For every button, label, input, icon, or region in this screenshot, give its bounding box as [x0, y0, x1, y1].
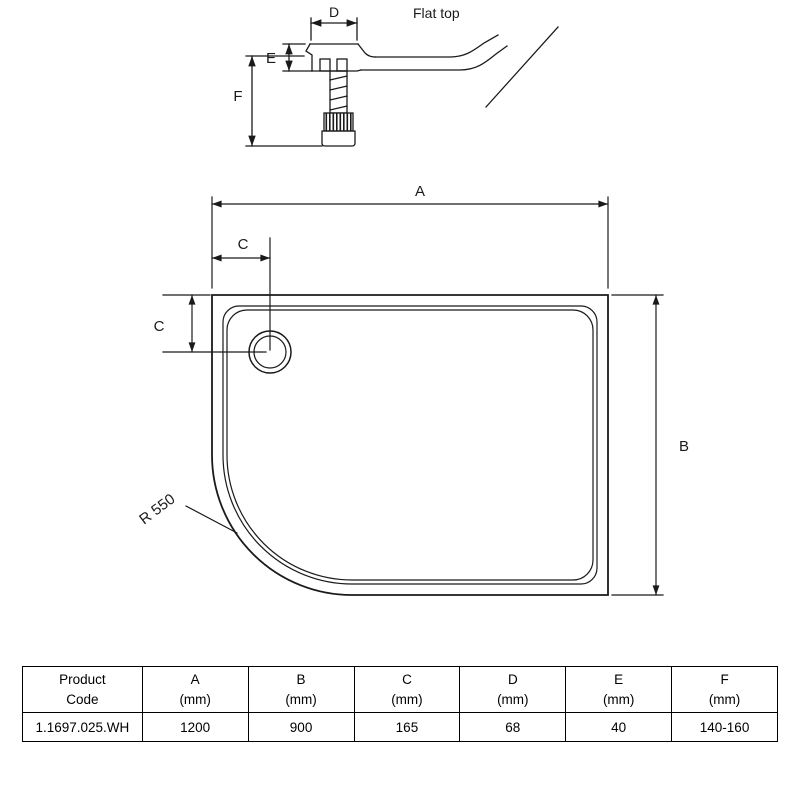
- flat-top-label: Flat top: [413, 5, 460, 21]
- dim-e-label: E: [266, 50, 276, 67]
- radius-label: R 550: [136, 491, 178, 529]
- col-header-b: B (mm): [247, 665, 355, 714]
- dim-d: [310, 17, 358, 41]
- profile-section-view: [245, 17, 559, 147]
- header-line: B: [296, 672, 306, 687]
- header-line: (mm): [602, 691, 635, 707]
- value-e-cell: 40: [565, 712, 673, 743]
- col-header-c: C (mm): [353, 665, 461, 714]
- dim-c-left-label: C: [154, 318, 165, 335]
- value-d-cell: 68: [459, 712, 567, 743]
- dim-e: [282, 43, 313, 72]
- foot-base: [321, 130, 356, 147]
- product-code-cell: 1.1697.025.WH: [22, 712, 143, 743]
- value-b-cell: 900: [247, 712, 355, 743]
- header-line: (mm): [497, 691, 529, 707]
- dim-f: [245, 55, 323, 147]
- header-line: (mm): [179, 691, 211, 707]
- value-f-cell: 140-160: [671, 712, 778, 743]
- dim-c-left: [162, 294, 211, 353]
- plan-view: [162, 196, 664, 596]
- dim-f-label: F: [233, 88, 242, 105]
- tray-outline: [211, 294, 609, 596]
- dim-a: [211, 196, 609, 289]
- header-line: Code: [66, 691, 99, 707]
- col-header-a: A (mm): [141, 665, 249, 714]
- dimensions-table-wrap: Product Code A (mm) B (mm) C (mm): [22, 665, 778, 743]
- dim-b-label: B: [679, 438, 689, 455]
- table-row: 1.1697.025.WH 1200 900 165 68 40 140-160: [22, 712, 778, 743]
- col-header-f: F (mm): [671, 665, 778, 714]
- header-line: (mm): [708, 691, 741, 707]
- dim-c-top-label: C: [238, 236, 249, 253]
- tray-inner-rim-outer: [222, 305, 598, 585]
- col-header-e: E (mm): [565, 665, 673, 714]
- tray-inner-rim-inner: [226, 309, 594, 581]
- fixing-clip-right: [336, 58, 348, 72]
- header-line: D: [507, 672, 518, 687]
- adjustable-foot: [321, 70, 356, 147]
- header-line: E: [614, 672, 624, 687]
- radius-leader-line: [185, 505, 238, 534]
- dim-a-label: A: [415, 183, 425, 200]
- value-c-cell: 165: [353, 712, 461, 743]
- col-header-d: D (mm): [459, 665, 567, 714]
- header-line: C: [402, 672, 412, 687]
- dim-b: [611, 294, 664, 596]
- header-line: F: [720, 672, 729, 687]
- dim-d-label: D: [329, 4, 339, 20]
- value-a-cell: 1200: [141, 712, 249, 743]
- table-header-row: Product Code A (mm) B (mm) C (mm): [22, 665, 778, 714]
- knurled-nut: [323, 112, 354, 132]
- header-line: Product: [59, 672, 106, 687]
- header-line: A: [190, 672, 200, 687]
- drawing-canvas: D Flat top E F: [136, 4, 689, 596]
- dimensions-table: Product Code A (mm) B (mm) C (mm): [22, 665, 778, 743]
- col-header-product-code: Product Code: [22, 665, 143, 714]
- header-line: (mm): [285, 691, 317, 707]
- tray-edge-profile: [305, 34, 508, 72]
- fixing-clip-left: [319, 58, 331, 72]
- break-line: [485, 26, 559, 108]
- header-line: (mm): [391, 691, 423, 707]
